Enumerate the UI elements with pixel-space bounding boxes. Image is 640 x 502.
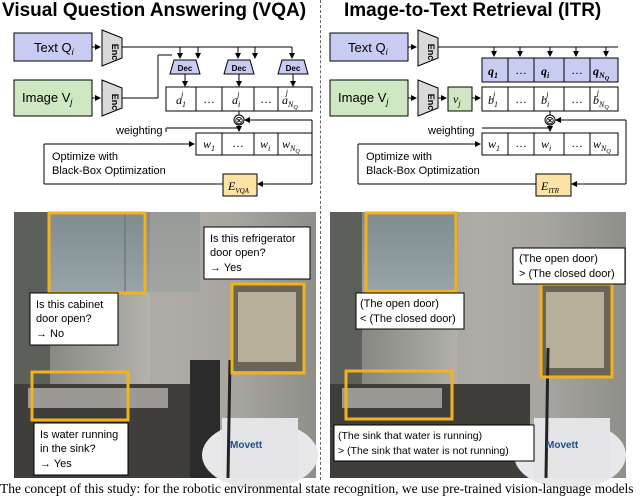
svg-text:…: …	[571, 92, 583, 106]
svg-text:door open?: door open?	[36, 313, 92, 325]
itr-diagram: Text Qi Image Vj Enc Enc vj q1 … qi	[329, 29, 627, 197]
vqa-robot-logo: Movett	[230, 440, 263, 451]
vqa-diagram: Text Qi Image Vj Enc Enc Dec Dec	[13, 29, 313, 197]
svg-text:Dec: Dec	[286, 64, 301, 73]
itr-weighting-label: weighting	[427, 125, 474, 137]
vqa-question-cabinet	[29, 292, 119, 346]
vqa-question-sink	[33, 422, 129, 476]
svg-text:wi: wi	[541, 137, 551, 153]
svg-text:…: …	[515, 92, 527, 106]
svg-text:q1: q1	[488, 64, 498, 80]
itr-optimize-line2: Black-Box Optimization	[366, 165, 480, 177]
svg-text:…: …	[260, 92, 272, 106]
svg-text:> (The closed door): > (The closed door)	[519, 268, 615, 280]
itr-pair-cabinet	[355, 292, 465, 330]
svg-text:Image Vj: Image Vj	[338, 90, 389, 107]
svg-text:Is this cabinet: Is this cabinet	[36, 299, 103, 311]
svg-text:…: …	[571, 136, 583, 150]
vqa-decoder-1: Dec	[169, 59, 201, 75]
vqa-image-label: Image Vj	[22, 90, 73, 107]
svg-text:Dec: Dec	[232, 64, 247, 73]
svg-text:→ No: → No	[36, 328, 64, 340]
figure-caption: The concept of this study: for the robot…	[0, 481, 634, 496]
svg-text:Is this refrigerator: Is this refrigerator	[210, 233, 296, 245]
vqa-energy-box	[222, 173, 258, 197]
svg-text:> (The sink that water is not: > (The sink that water is not running)	[338, 445, 509, 457]
itr-cabinet-highlight	[364, 211, 458, 293]
itr-query-row: q1 … qi … qNQ	[481, 57, 619, 83]
svg-text:→ Yes: → Yes	[210, 262, 242, 274]
itr-sink-highlight	[344, 369, 454, 421]
itr-title: Image-to-Text Retrieval (ITR)	[344, 0, 602, 21]
itr-otimes: ⊗	[545, 115, 554, 127]
panel-divider	[320, 0, 321, 480]
svg-text:(The sink that water is runnin: (The sink that water is running)	[338, 430, 482, 442]
vqa-decoder-n: Dec	[277, 59, 309, 75]
vqa-optimize-line2: Black-Box Optimization	[52, 165, 166, 177]
svg-text:wi: wi	[260, 137, 270, 153]
svg-text:bij: bij	[541, 90, 549, 109]
vqa-optimize-line1: Optimize with	[52, 151, 118, 163]
vqa-image-box	[13, 79, 93, 117]
itr-energy-box	[535, 173, 572, 197]
svg-text:Enc: Enc	[426, 44, 436, 61]
svg-text:< (The closed door): < (The closed door)	[360, 313, 456, 325]
vqa-answer-row: a1j … aij … aNQj	[165, 86, 313, 112]
vqa-weighting-label: weighting	[115, 125, 162, 137]
vqa-decoder-i: Dec	[223, 59, 255, 75]
svg-text:…: …	[203, 92, 215, 106]
svg-text:door open?: door open?	[210, 247, 266, 259]
svg-text:qi: qi	[541, 64, 550, 80]
svg-text:vj: vj	[453, 92, 461, 108]
vqa-text-encoder	[101, 29, 123, 67]
vqa-weight-row: w1 … wi wNQ	[195, 132, 313, 156]
svg-text:…: …	[232, 136, 244, 150]
vqa-sink-highlight	[30, 370, 130, 422]
itr-optimize-line1: Optimize with	[366, 151, 432, 163]
itr-image-encoder	[417, 79, 439, 117]
svg-text:Is water running: Is water running	[40, 429, 118, 441]
svg-text:EVQA: EVQA	[227, 179, 250, 195]
svg-text:b1j: b1j	[488, 90, 498, 109]
vqa-fridge-highlight	[230, 282, 306, 375]
svg-text:…: …	[515, 136, 527, 150]
vqa-text-label: Text Qi	[34, 40, 75, 57]
vqa-ai: aij	[232, 90, 240, 109]
svg-text:…: …	[515, 63, 527, 77]
itr-text-encoder	[417, 29, 439, 67]
svg-text:Enc: Enc	[426, 94, 436, 111]
svg-text:Dec: Dec	[178, 64, 193, 73]
vqa-question-fridge	[203, 226, 311, 280]
vqa-image-encoder	[101, 79, 123, 117]
itr-weight-row: w1 … wi … wNQ	[481, 132, 619, 156]
svg-text:Enc: Enc	[110, 94, 120, 111]
svg-text:(The open door): (The open door)	[519, 253, 598, 265]
itr-pair-fridge	[512, 247, 626, 285]
itr-pair-sink	[333, 424, 535, 462]
svg-text:Text Qi: Text Qi	[348, 40, 389, 57]
itr-photo: Movett (The open door) > (The closed doo…	[330, 211, 626, 489]
svg-text:…: …	[571, 63, 583, 77]
vqa-otimes: ⊗	[234, 115, 243, 127]
svg-text:EITR: EITR	[540, 179, 560, 195]
svg-text:→ Yes: → Yes	[40, 458, 72, 470]
itr-image-embedding	[447, 86, 473, 112]
itr-robot-logo: Movett	[546, 440, 579, 451]
svg-text:in the sink?: in the sink?	[40, 443, 96, 455]
vqa-title: Visual Question Answering (VQA)	[2, 0, 307, 21]
itr-similarity-row: b1j … bij … bNQj	[481, 86, 619, 112]
vqa-text-box	[13, 32, 93, 62]
vqa-a1: a1j	[176, 90, 186, 109]
svg-text:Enc: Enc	[110, 44, 120, 61]
vqa-photo: Movett Is this refrigerator door open? →…	[14, 211, 318, 489]
svg-text:(The open door): (The open door)	[360, 298, 439, 310]
